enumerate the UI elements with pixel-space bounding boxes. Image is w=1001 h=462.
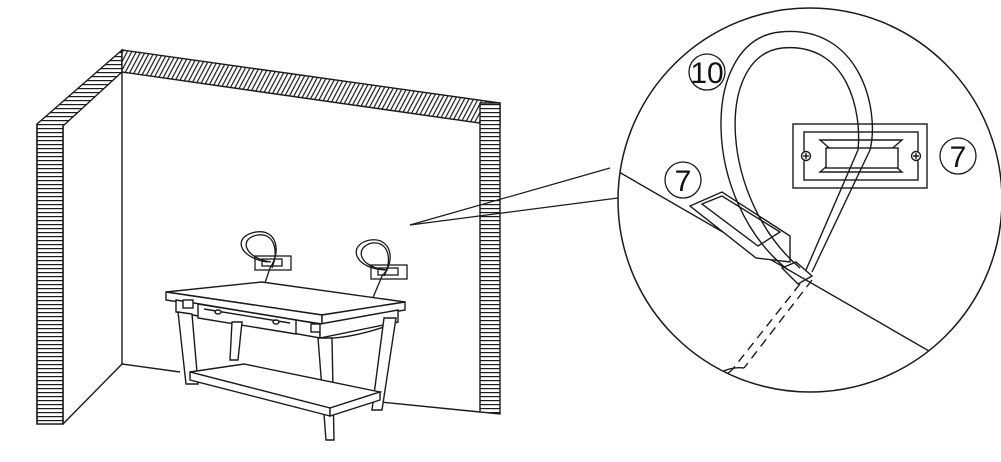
zoom-leader-lines <box>409 167 619 226</box>
callout-anchor-left-number: 7 <box>675 165 692 198</box>
left-wall-edge <box>36 48 123 425</box>
callout-anchor-right-number: 7 <box>950 141 967 174</box>
detail-zoom-circle <box>617 7 1001 393</box>
callout-anchor-right: 7 <box>939 137 977 175</box>
wall-anchor-left <box>240 231 292 293</box>
table-anchor-plate <box>688 191 791 263</box>
top-wall-edge <box>121 49 501 127</box>
callout-tie-strap: 10 <box>688 53 726 91</box>
callout-tie-strap-number: 10 <box>690 57 723 90</box>
console-table <box>165 281 406 441</box>
room-wall <box>36 48 501 425</box>
leg-back-right <box>371 317 397 411</box>
wall-anchor-right <box>355 239 408 301</box>
wall-anchor-plate <box>792 123 928 189</box>
right-wall-edge <box>479 102 501 415</box>
leg-front-left <box>177 311 199 385</box>
callout-anchor-left: 7 <box>664 161 702 199</box>
tie-strap <box>711 30 874 383</box>
